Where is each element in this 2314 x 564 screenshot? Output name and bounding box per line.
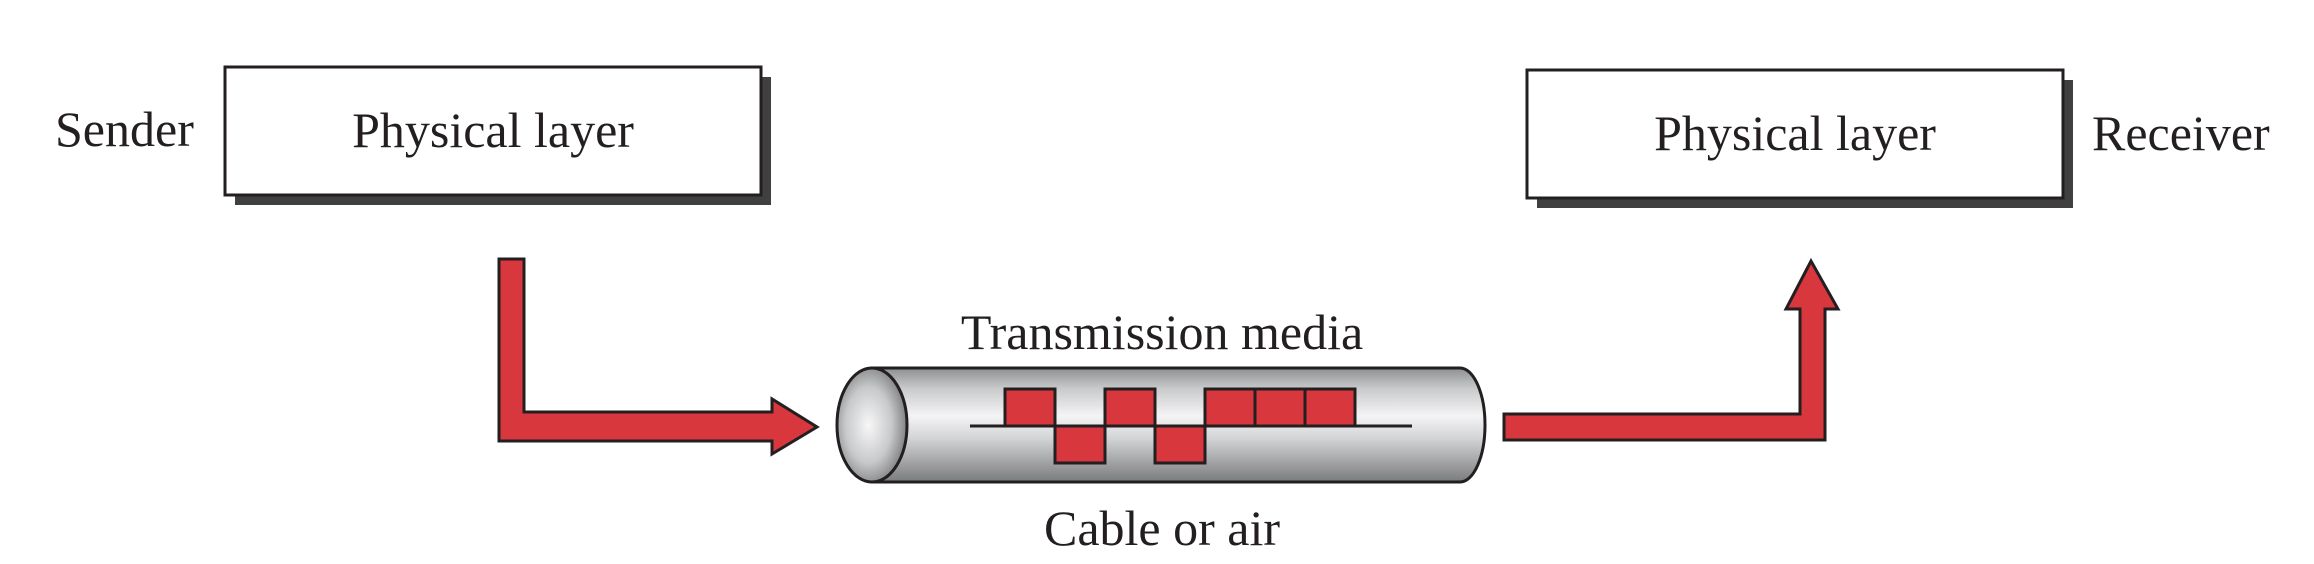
sender-label: Sender [55, 101, 194, 157]
signal-pulse-high [1203, 387, 1257, 428]
sender-box-frame [223, 65, 763, 197]
signal-pulse-high [1303, 387, 1357, 428]
receiver-physical-layer-box: Physical layer [1525, 68, 2073, 208]
receiver-box-label: Physical layer [1654, 105, 1936, 161]
sender-physical-layer-box: Physical layer [223, 65, 771, 205]
cylinder-end-cap [835, 366, 909, 484]
signal-pulse-high [1003, 387, 1057, 428]
receiver-box-frame [1525, 68, 2065, 200]
sender-to-medium-arrow [497, 257, 820, 457]
medium-to-receiver-arrow [1502, 257, 1841, 442]
cable-or-air-label: Cable or air [1044, 500, 1280, 556]
signal-pulse-low [1053, 424, 1107, 465]
signal-pulse-high [1253, 387, 1307, 428]
transmission-media-label: Transmission media [961, 304, 1363, 360]
signal-pulses [1003, 387, 1357, 465]
receiver-label: Receiver [2092, 105, 2270, 161]
sender-box-label: Physical layer [352, 102, 634, 158]
signal-pulse-low [1153, 424, 1207, 465]
signal-pulse-high [1103, 387, 1157, 428]
